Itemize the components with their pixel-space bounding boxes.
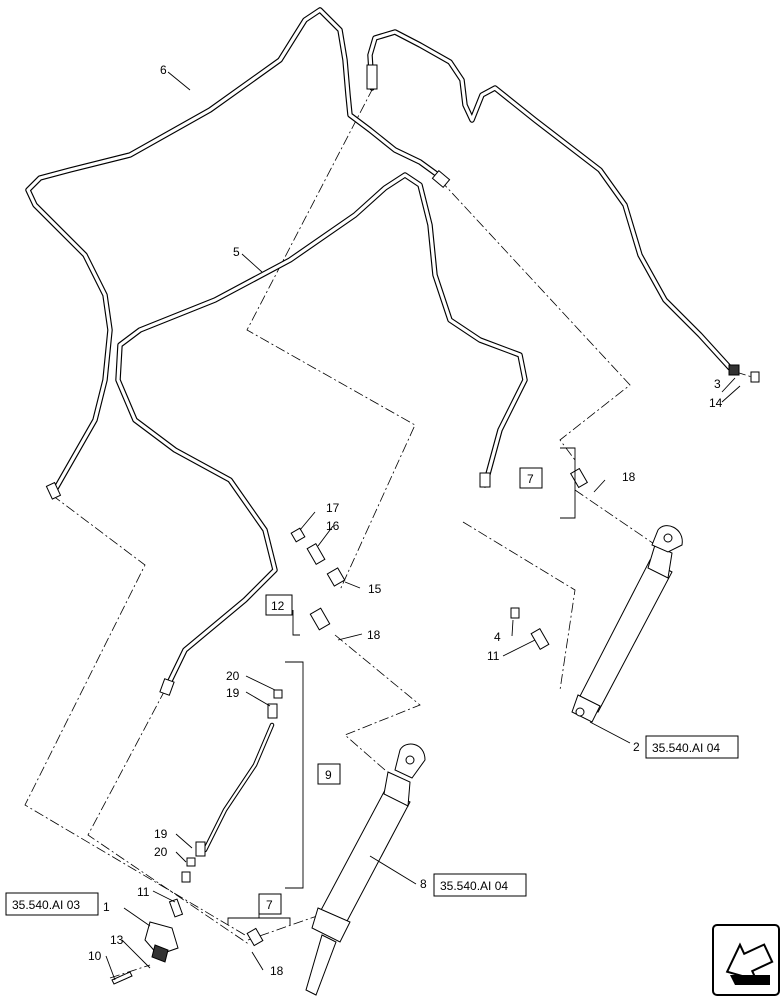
- callout-18-center: 18: [367, 628, 381, 642]
- callout-1: 1: [103, 900, 110, 914]
- box-7-right: 7: [527, 472, 534, 486]
- box-9: 9: [325, 768, 332, 782]
- callout-17: 17: [326, 501, 340, 515]
- leaders: [105, 71, 741, 981]
- centerlines: [24, 87, 756, 979]
- center-fittings: [246, 467, 589, 947]
- callouts: 6 5 17 16 15 18 18 3 14 4 11 2 8 20 19 1…: [88, 63, 723, 978]
- callout-11-left: 11: [137, 885, 150, 899]
- callout-5: 5: [233, 245, 240, 259]
- cylinder-8: [305, 743, 426, 996]
- callout-19-bottom: 19: [154, 827, 168, 841]
- ref-cylinder-8: 35.540.AI 04: [440, 879, 508, 893]
- callout-3: 3: [714, 377, 721, 391]
- ref-cylinder-2: 35.540.AI 04: [652, 741, 720, 755]
- cylinder-2: [571, 525, 683, 723]
- callout-2: 2: [633, 740, 640, 754]
- arrow-navigation-icon: [712, 924, 780, 996]
- callout-11-right: 11: [487, 649, 500, 663]
- hose-9: [186, 689, 283, 867]
- box-12: 12: [271, 599, 285, 613]
- brackets: [227, 447, 576, 925]
- callout-18-bottom: 18: [270, 964, 284, 978]
- callout-18-right: 18: [622, 470, 636, 484]
- callout-8: 8: [420, 877, 427, 891]
- callout-14: 14: [709, 396, 723, 410]
- callout-6: 6: [160, 63, 167, 77]
- hose-5: [115, 172, 528, 696]
- boxed-labels: 7 12 9 7 35.540.AI 04 35.540.AI 04 35.54…: [5, 467, 739, 916]
- callout-20-top: 20: [226, 669, 240, 683]
- callout-16: 16: [326, 519, 340, 533]
- callout-13: 13: [110, 933, 124, 947]
- callout-19-top: 19: [226, 686, 240, 700]
- callout-10: 10: [88, 949, 102, 963]
- callout-20-bottom: 20: [154, 845, 168, 859]
- callout-4: 4: [494, 630, 501, 644]
- ref-valve-1: 35.540.AI 03: [12, 898, 80, 912]
- valve-1: [111, 871, 191, 985]
- box-7-bottom: 7: [266, 898, 273, 912]
- hose-3: [366, 29, 760, 383]
- callout-15: 15: [368, 582, 382, 596]
- hose-6: [25, 7, 451, 500]
